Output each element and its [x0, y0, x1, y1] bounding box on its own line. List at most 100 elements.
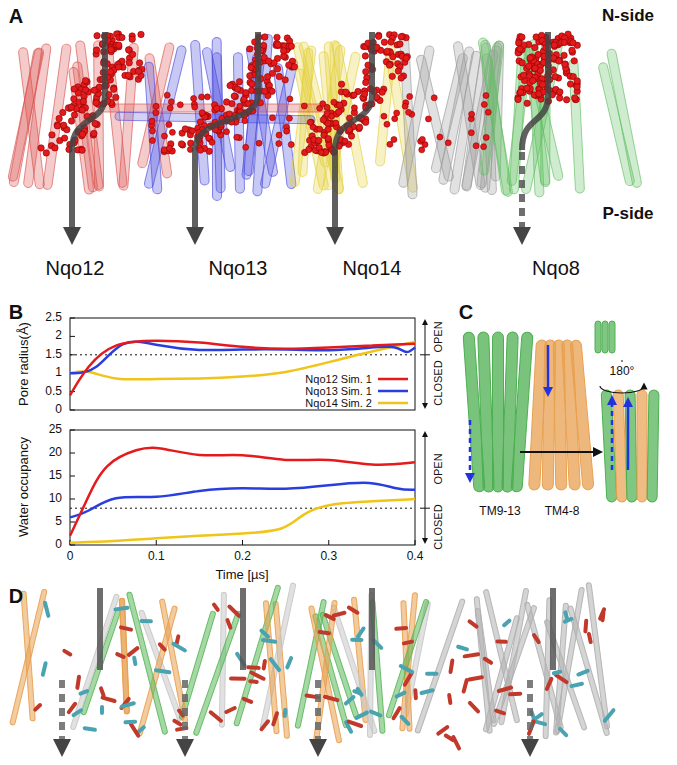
residue-stick [174, 721, 180, 725]
water-molecule [336, 109, 342, 115]
residue-illustration [10, 582, 614, 748]
water-molecule [68, 104, 74, 110]
water-molecule [111, 86, 117, 92]
water-molecule [530, 77, 536, 83]
residue-stick [497, 639, 505, 643]
water-molecule [473, 143, 479, 149]
helix-cylinder [647, 390, 659, 502]
residue-stick [485, 659, 491, 663]
rotation-arrow [627, 402, 630, 470]
water-molecule [234, 86, 240, 92]
figure-label: 0.1 [148, 550, 165, 563]
residue-stick [464, 680, 467, 691]
residue-stick [45, 603, 48, 616]
range-tick [420, 508, 430, 509]
water-molecule [527, 55, 533, 61]
water-molecule [483, 93, 489, 99]
residue-stick [160, 644, 165, 649]
residue-stick [396, 626, 406, 631]
water-molecule [329, 113, 335, 119]
residue-stick [271, 659, 279, 670]
residue-stick [401, 666, 412, 672]
water-molecule [398, 34, 404, 40]
residue-stick [451, 661, 453, 672]
water-molecule [164, 92, 170, 98]
water-molecule [282, 77, 288, 83]
water-molecule [264, 74, 270, 80]
tick [70, 545, 75, 546]
residue-stick [117, 654, 123, 657]
membrane-arm-illustration [8, 31, 643, 236]
residue-stick [589, 634, 591, 642]
proton-pathway-arrow [195, 32, 258, 236]
water-molecule [209, 139, 215, 145]
residue-stick [122, 703, 134, 706]
water-molecule [306, 146, 312, 152]
proton-pathway-arrow [369, 588, 375, 670]
water-molecule [562, 61, 568, 67]
residue-stick [560, 729, 566, 735]
water-molecule [519, 34, 525, 40]
residue-stick [352, 638, 361, 642]
residue-stick [358, 628, 364, 636]
water-molecule [113, 94, 119, 100]
water-molecule [135, 68, 141, 74]
water-molecule [425, 116, 431, 122]
residue-stick [601, 613, 606, 620]
panel-letter: A [9, 5, 23, 27]
residue-stick [427, 672, 436, 676]
water-molecule [481, 101, 487, 107]
residue-stick [229, 607, 239, 616]
water-molecule [52, 145, 58, 151]
proton-pathway-arrow [550, 588, 556, 670]
water-molecule [79, 107, 85, 113]
water-molecule [169, 129, 175, 135]
water-molecule [469, 111, 475, 117]
residue-stick [510, 692, 520, 697]
water-molecule [149, 128, 155, 134]
proton-pathway-arrow [72, 32, 105, 236]
residue-stick [129, 648, 138, 655]
residue-stick [126, 720, 136, 725]
water-molecule [178, 141, 184, 147]
water-molecule [567, 81, 573, 87]
water-molecule [262, 34, 268, 40]
legend-samples [378, 379, 408, 403]
water-molecule [406, 109, 412, 115]
water-molecule [149, 138, 155, 144]
water-molecule [224, 129, 230, 135]
water-molecule [524, 100, 530, 106]
water-molecule [269, 115, 275, 121]
water-molecule [301, 103, 307, 109]
helix-cylinder [493, 332, 504, 492]
proton-pathway-arrow [59, 680, 65, 748]
water-molecule [54, 123, 60, 129]
water-molecule [325, 135, 331, 141]
tick [70, 430, 75, 431]
water-molecule [316, 137, 322, 143]
residue-stick [572, 684, 582, 686]
water-molecule [563, 97, 569, 103]
helix-cylinder [511, 332, 533, 492]
residue-stick [446, 736, 453, 741]
residue-stick [263, 640, 275, 642]
water-molecule [557, 89, 563, 95]
water-molecule [138, 31, 144, 37]
panel-letter: B [9, 301, 23, 323]
figure-label: CLOSED [432, 504, 444, 549]
figure-label: 1.5 [45, 348, 62, 361]
water-molecule [247, 73, 253, 79]
water-molecule [342, 138, 348, 144]
water-molecule [317, 126, 323, 132]
water-molecule [517, 46, 523, 52]
water-molecule [351, 92, 357, 98]
water-molecule [93, 100, 99, 106]
water-molecule [256, 140, 262, 146]
helix-cylinder [480, 40, 511, 196]
residue-stick [80, 691, 87, 694]
helix-cylinder [602, 321, 608, 353]
figure-label: Pore radius(Å) [17, 322, 31, 406]
water-molecule [242, 118, 248, 124]
water-molecule [390, 54, 396, 60]
residue-stick [100, 707, 104, 713]
